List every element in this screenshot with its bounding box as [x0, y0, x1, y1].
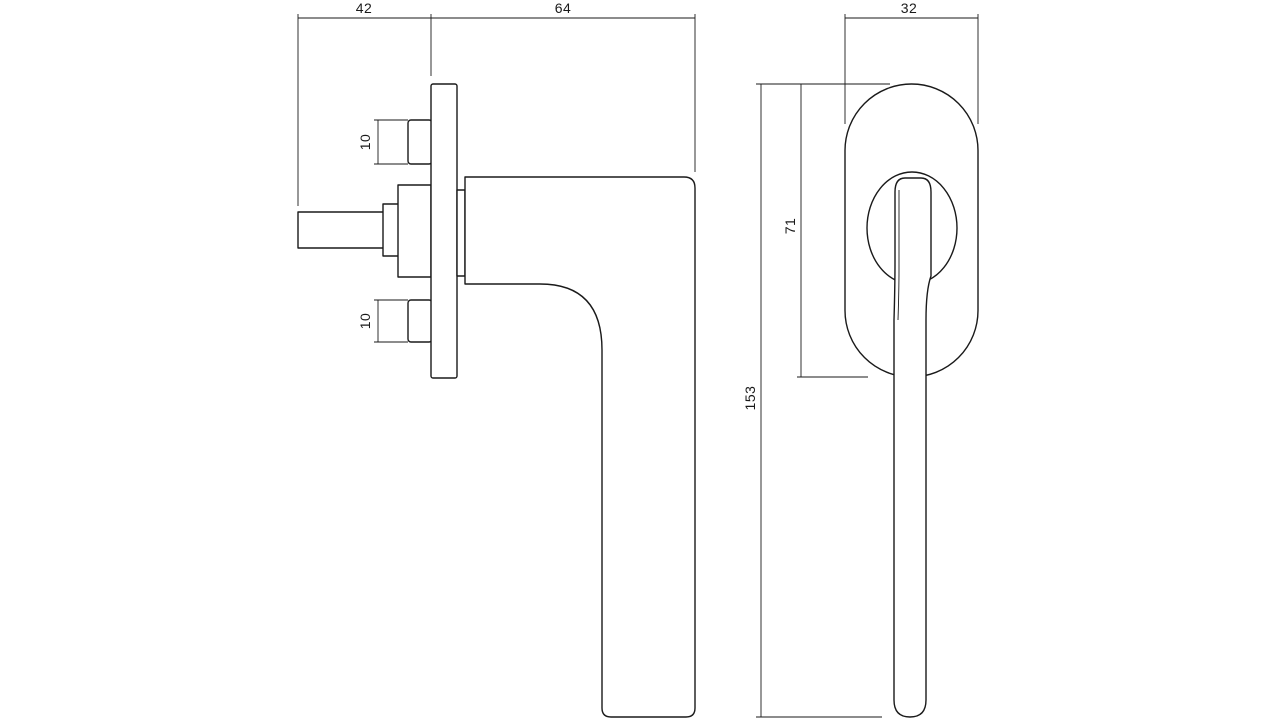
dimension-label-lower-block: 10 — [357, 313, 373, 330]
front-view: 32 153 71 — [742, 0, 979, 718]
spindle-collar — [382, 203, 400, 257]
dimension-spindle-projection: 42 — [297, 0, 432, 206]
lever-side-profile — [464, 176, 696, 718]
lever-front-shading — [897, 190, 900, 321]
lever-front — [893, 177, 932, 718]
dimension-label-rose-width: 32 — [901, 0, 918, 16]
dimension-label-overall-height: 153 — [742, 386, 758, 411]
rose-plate-side — [430, 83, 458, 379]
dimension-rose-width: 32 — [844, 0, 979, 124]
cam-block — [397, 184, 432, 278]
upper-fixing-block — [407, 119, 433, 165]
dimension-upper-block: 10 — [357, 119, 408, 165]
handle-neck — [456, 189, 466, 277]
dimension-label-spindle-projection: 42 — [356, 0, 373, 16]
dimension-handle-projection: 64 — [431, 0, 696, 172]
side-view: 42 64 10 10 — [297, 0, 696, 718]
dimension-label-rose-height: 71 — [782, 218, 798, 235]
dimension-rose-height: 71 — [782, 83, 868, 378]
dimension-label-upper-block: 10 — [357, 134, 373, 151]
spindle — [297, 211, 385, 249]
dimension-lower-block: 10 — [357, 299, 408, 343]
dimension-label-handle-projection: 64 — [555, 0, 572, 16]
lower-fixing-block — [407, 299, 433, 343]
